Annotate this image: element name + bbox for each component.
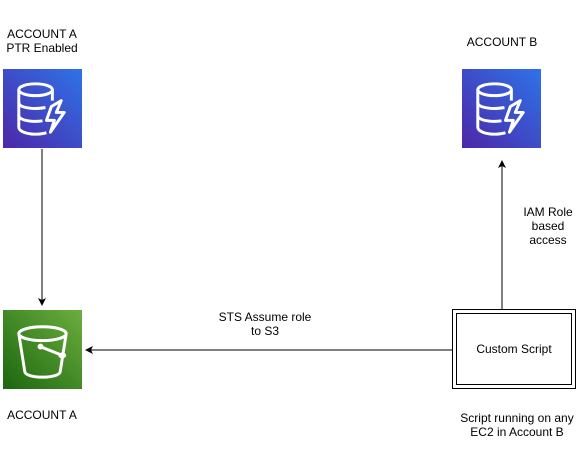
iam-role-label: IAM Role based access <box>513 205 583 247</box>
iam-role-line2: based <box>531 219 565 233</box>
account-a-bottom-title: ACCOUNT A <box>7 408 77 422</box>
iam-role-line3: access <box>529 233 567 247</box>
script-caption: Script running on any EC2 in Account B <box>452 411 582 439</box>
script-caption-line1: Script running on any <box>460 411 574 425</box>
sts-line2: to S3 <box>250 324 280 338</box>
account-a-bottom-label: ACCOUNT A <box>2 408 82 422</box>
script-caption-line2: EC2 in Account B <box>470 425 564 439</box>
iam-role-line1: IAM Role <box>523 205 573 219</box>
ptr-enabled-text: PTR Enabled <box>6 41 78 55</box>
account-b-title: ACCOUNT B <box>466 35 538 49</box>
account-a-top-label: ACCOUNT A PTR Enabled <box>4 27 80 55</box>
sts-line1: STS Assume role <box>218 310 312 324</box>
dynamodb-icon[interactable] <box>3 69 82 148</box>
s3-bucket-icon[interactable] <box>3 310 82 389</box>
sts-assume-role-label: STS Assume role to S3 <box>200 310 330 338</box>
custom-script-box[interactable]: Custom Script <box>452 309 576 389</box>
custom-script-label: Custom Script <box>476 342 552 356</box>
account-b-top-label: ACCOUNT B <box>462 35 542 49</box>
dynamodb-icon[interactable] <box>462 69 541 148</box>
custom-script-inner: Custom Script <box>456 313 572 385</box>
account-a-title: ACCOUNT A <box>7 27 77 41</box>
